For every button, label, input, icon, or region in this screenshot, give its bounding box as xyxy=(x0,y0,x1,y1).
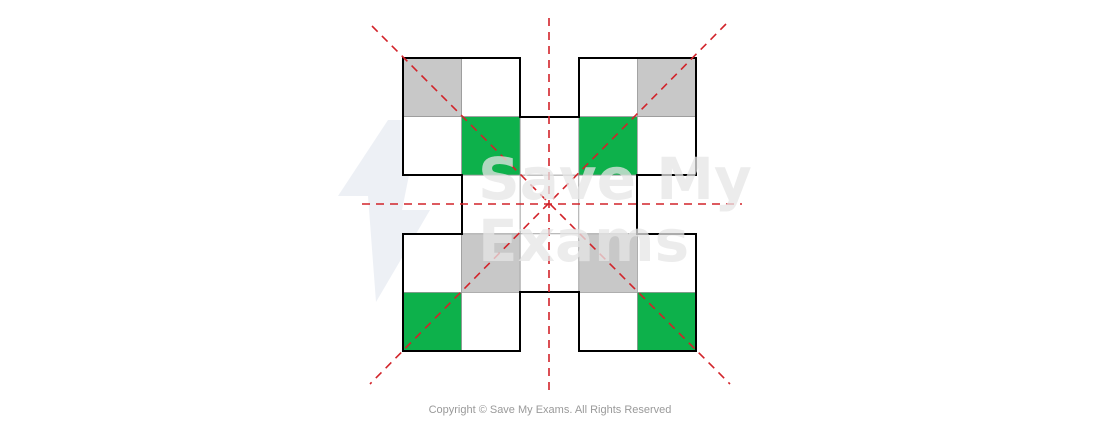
shape-outline-path xyxy=(402,57,697,352)
grid-cell-white xyxy=(461,57,521,117)
grid-cell-green xyxy=(578,116,638,176)
copyright-text: Copyright © Save My Exams. All Rights Re… xyxy=(428,404,672,416)
grid-cell-green xyxy=(402,291,462,352)
shape-outline xyxy=(402,57,697,352)
grid-cell-grey xyxy=(461,233,521,293)
grid-cell-white xyxy=(578,291,638,352)
watermark-text-line-2: Exams xyxy=(478,207,690,275)
watermark-text-line-1: Save My xyxy=(478,145,752,213)
lines-of-symmetry xyxy=(362,18,742,394)
symmetry-line-diagonal-down xyxy=(371,25,731,385)
grid-cell-green xyxy=(637,291,697,352)
grid-cell-grey xyxy=(637,57,697,117)
grid-cell-white xyxy=(637,116,697,176)
grid-cell-white xyxy=(461,291,521,352)
symmetry-line-diagonal-up xyxy=(369,23,727,385)
grid-cell-white xyxy=(578,57,638,117)
grid-cell-white xyxy=(402,233,462,293)
grid-cell-white xyxy=(402,116,462,176)
